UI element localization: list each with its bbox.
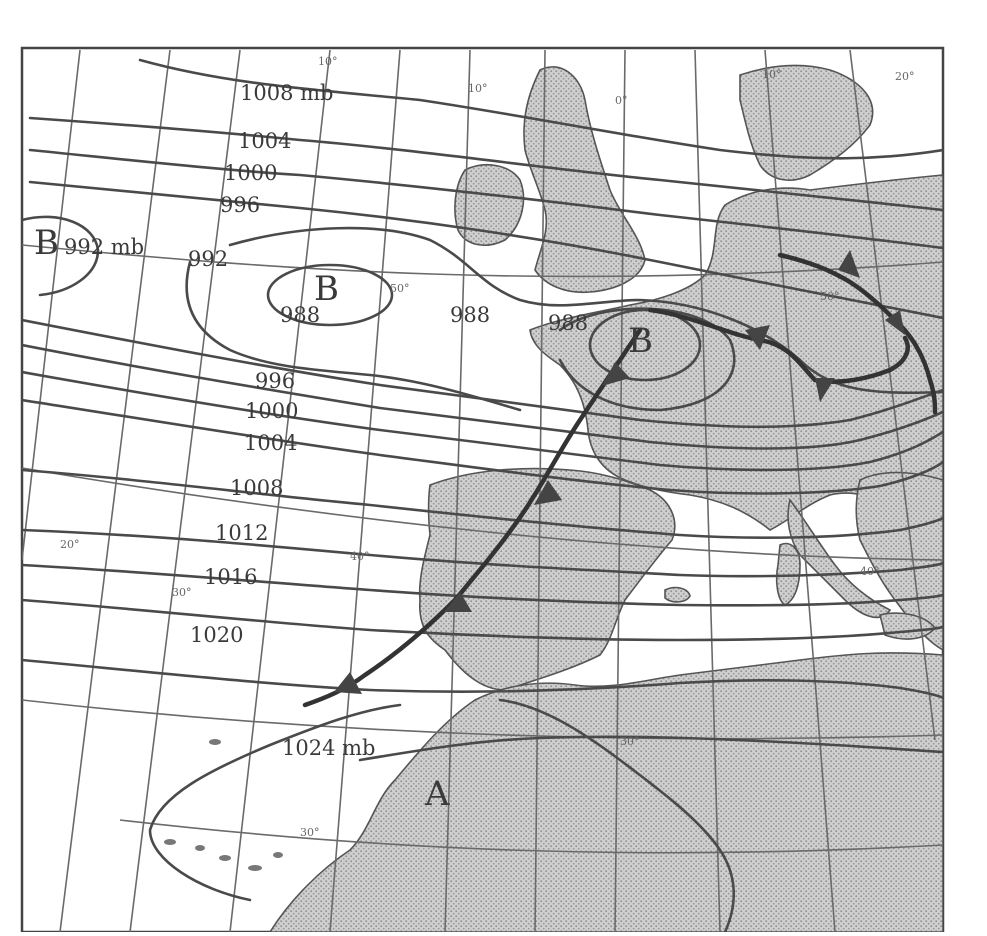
- isobar-ring-france: [588, 308, 702, 382]
- deg-label: 40°: [350, 550, 370, 563]
- isobar-1000-mid: 1000: [245, 399, 298, 423]
- deg-label: 10°: [468, 82, 488, 95]
- front-symbol: [444, 592, 472, 612]
- land-baleares: [664, 586, 691, 603]
- land-africa: [269, 652, 943, 932]
- occluded-front: [647, 307, 910, 384]
- land-madeira: [209, 739, 221, 745]
- isobar-line-996-top: [28, 180, 943, 320]
- isobar-1020: 1020: [190, 623, 243, 647]
- isobar-992-left: 992: [188, 247, 228, 271]
- isobar-line-992: [228, 226, 943, 395]
- front-symbol: [838, 250, 860, 278]
- isobar-1008-top: 1008 mb: [240, 81, 333, 105]
- isobar-996-top: 996: [220, 193, 260, 217]
- isobar-996-mid: 996: [255, 369, 295, 393]
- pressure-centers: B 992 mb B B A: [34, 223, 653, 814]
- front-symbol: [815, 378, 835, 402]
- front-symbol: [534, 480, 562, 505]
- isobar-1008-mid: 1008: [230, 476, 283, 500]
- land-balkans: [855, 471, 943, 651]
- isobar-line-1004-top: [28, 116, 943, 212]
- isobar-ring-france-2: [558, 307, 736, 412]
- deg-label: 10°: [762, 68, 782, 81]
- isobar-1016: 1016: [204, 565, 257, 589]
- land-canarias: [164, 839, 283, 871]
- low-atlantic-letter: B: [314, 269, 339, 309]
- isobar-988-mid: 988: [450, 303, 490, 327]
- low-west-value: 992 mb: [64, 235, 144, 259]
- isobar-1004-mid: 1004: [244, 431, 297, 455]
- front-symbol: [745, 325, 770, 350]
- isobar-line-1000-top: [28, 148, 943, 250]
- isobar-1024: 1024 mb: [282, 736, 375, 760]
- isobar-line-1008-top: [138, 58, 943, 160]
- cold-front: [302, 327, 643, 708]
- deg-label: 0°: [615, 94, 628, 107]
- isobars: [22, 58, 943, 932]
- low-west-letter: B: [34, 223, 59, 263]
- graticule-labels: 10° 10° 0° 10° 20° 50° 50° 40° 40° 30° 3…: [60, 55, 915, 839]
- low-france-letter: B: [628, 321, 653, 361]
- land-ireland: [454, 164, 525, 246]
- isobar-1012: 1012: [215, 521, 268, 545]
- deg-label: 20°: [60, 538, 80, 551]
- deg-label: 50°: [390, 282, 410, 295]
- isobar-1000-top: 1000: [224, 161, 277, 185]
- isobar-line-992b: [185, 260, 522, 412]
- high-africa-letter: A: [424, 774, 450, 814]
- deg-label: 10°: [318, 55, 338, 68]
- fronts: [302, 250, 938, 708]
- front-symbol: [885, 310, 905, 335]
- isobar-988-center: 988: [280, 303, 320, 327]
- deg-label: 40°: [860, 565, 880, 578]
- isobar-line-1024: [148, 703, 402, 902]
- isobar-labels: 1008 mb 1004 1000 996 992 988 988 988 99…: [188, 81, 588, 760]
- deg-label: 20°: [895, 70, 915, 83]
- deg-label: 30°: [620, 735, 640, 748]
- isobar-ring-atlantic: [266, 263, 394, 327]
- isobar-988-east: 988: [548, 311, 588, 335]
- isobar-1004-top: 1004: [238, 129, 291, 153]
- front-symbol: [602, 362, 630, 386]
- deg-label: 30°: [300, 826, 320, 839]
- land-sardinia: [775, 542, 801, 606]
- front-symbol: [334, 672, 362, 694]
- deg-label: 30°: [172, 586, 192, 599]
- deg-label: 50°: [820, 290, 840, 303]
- isobar-ring-west: [22, 215, 100, 297]
